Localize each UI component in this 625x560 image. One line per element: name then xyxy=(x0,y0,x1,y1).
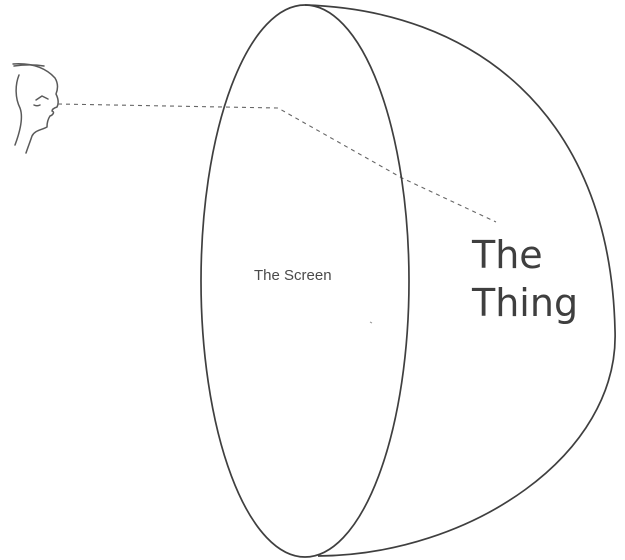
screen-label: The Screen xyxy=(254,267,332,284)
viewer-profile-icon xyxy=(12,63,59,154)
thing-label-line-1: The xyxy=(472,233,543,277)
thing-label: The Thing xyxy=(472,231,578,327)
thing-label-line-2: Thing xyxy=(472,281,579,325)
line-of-sight xyxy=(57,103,497,223)
center-mark xyxy=(369,321,373,324)
thing-outline xyxy=(304,4,616,557)
